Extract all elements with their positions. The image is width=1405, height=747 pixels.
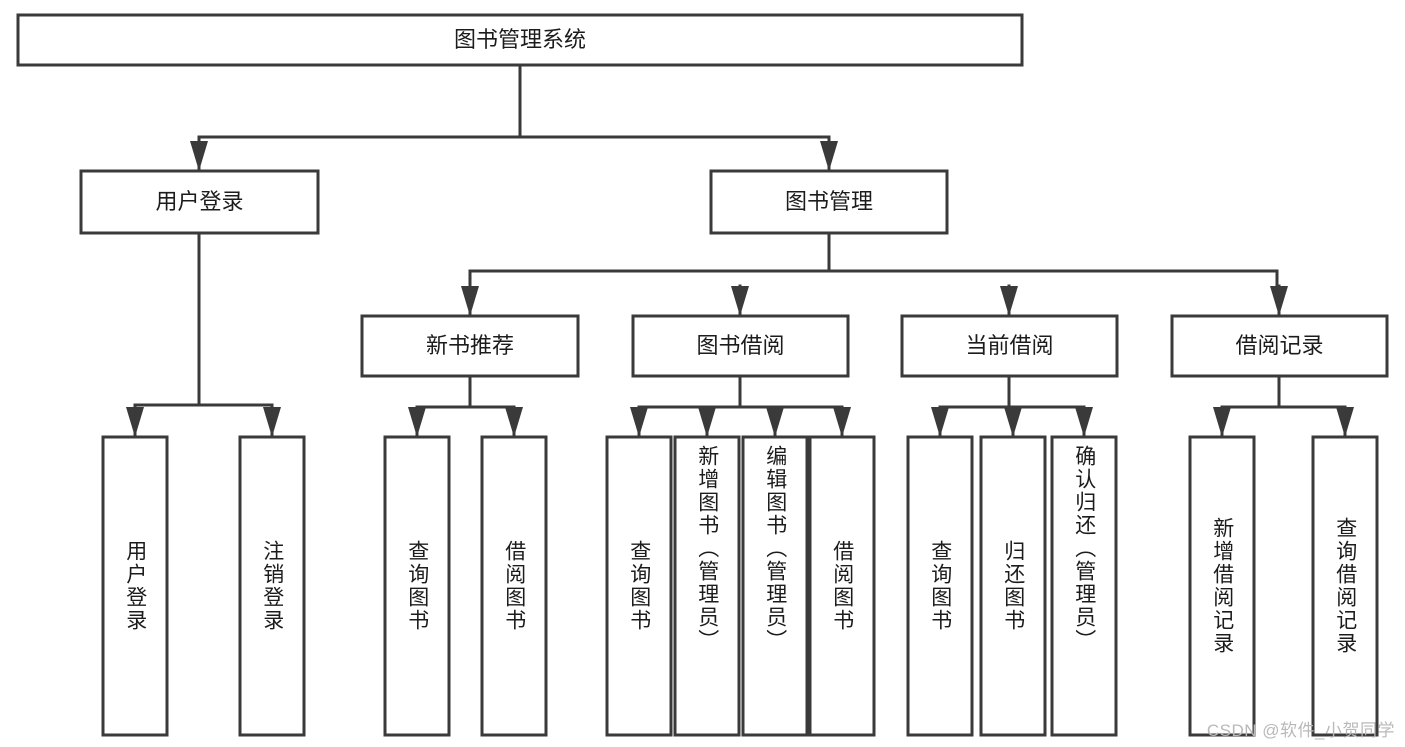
node-label-n-borrow-record: 借阅记录 bbox=[1235, 333, 1323, 358]
connector-bar bbox=[197, 135, 831, 153]
connector-bar bbox=[1220, 405, 1347, 423]
node-box-n-current-borrow[interactable] bbox=[900, 314, 1119, 378]
node-box-n-leaf-borrow-book-2[interactable] bbox=[808, 435, 876, 737]
node-box-root[interactable] bbox=[16, 13, 1024, 67]
node-box-n-leaf-add-book[interactable] bbox=[673, 435, 741, 737]
node-box-n-leaf-return-book[interactable] bbox=[979, 435, 1047, 737]
node-box-n-leaf-query-book-3[interactable] bbox=[906, 435, 974, 737]
node-box-n-borrow-record[interactable] bbox=[1170, 314, 1389, 378]
node-box-n-new-book-rec[interactable] bbox=[360, 314, 580, 378]
watermark-text: CSDN @软件_小贺同学 bbox=[1206, 721, 1395, 740]
node-box-n-leaf-add-record[interactable] bbox=[1188, 435, 1256, 737]
node-box-n-leaf-user-login[interactable] bbox=[101, 435, 169, 737]
node-box-n-leaf-query-record[interactable] bbox=[1311, 435, 1379, 737]
node-box-n-leaf-edit-book[interactable] bbox=[741, 435, 809, 737]
node-label-n-current-borrow: 当前借阅 bbox=[965, 333, 1053, 358]
node-box-n-book-manage[interactable] bbox=[709, 169, 949, 235]
connector-bar bbox=[637, 405, 844, 423]
connector-bar bbox=[133, 403, 274, 421]
node-box-n-book-borrow[interactable] bbox=[631, 314, 850, 378]
node-box-n-leaf-borrow-book-1[interactable] bbox=[480, 435, 548, 737]
connector-bar bbox=[415, 405, 516, 423]
node-box-n-user-login[interactable] bbox=[79, 169, 320, 235]
node-label-n-book-manage: 图书管理 bbox=[785, 189, 873, 214]
connector-bar bbox=[468, 269, 1279, 287]
node-box-n-leaf-query-book-2[interactable] bbox=[605, 435, 673, 737]
node-box-n-leaf-query-book-1[interactable] bbox=[383, 435, 451, 737]
node-label-n-book-borrow: 图书借阅 bbox=[696, 333, 784, 358]
node-box-layer bbox=[16, 13, 1389, 737]
node-box-n-leaf-confirm-return[interactable] bbox=[1050, 435, 1118, 737]
arrow-layer bbox=[126, 139, 1354, 439]
node-label-n-new-book-rec: 新书推荐 bbox=[426, 333, 514, 358]
node-label-n-user-login: 用户登录 bbox=[155, 189, 243, 214]
node-label-root: 图书管理系统 bbox=[454, 27, 586, 52]
node-box-n-leaf-logout[interactable] bbox=[238, 435, 306, 737]
